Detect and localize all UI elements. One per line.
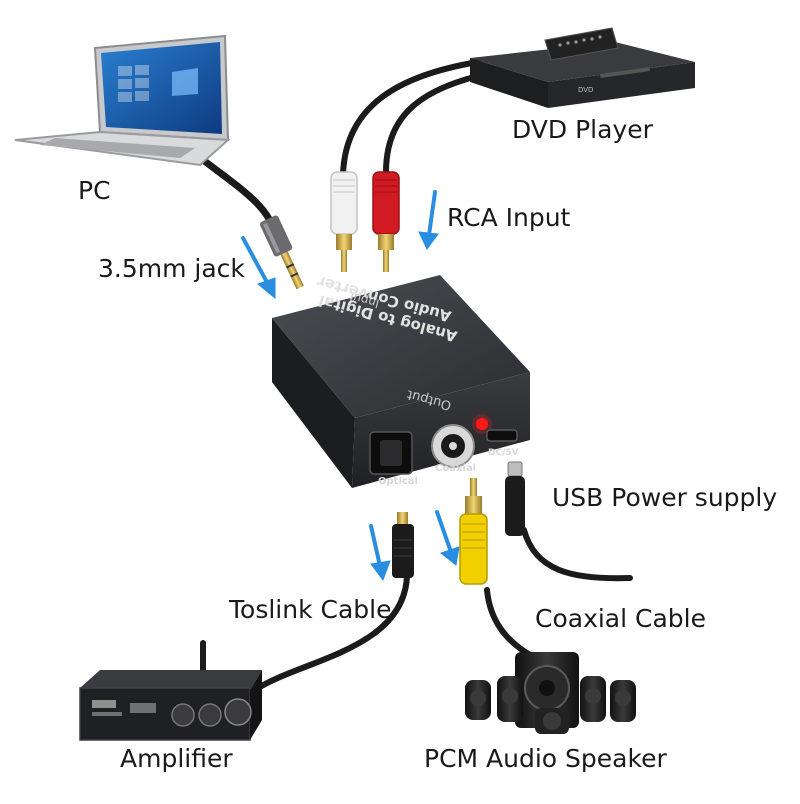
label-toslink: Toslink Cable bbox=[229, 595, 392, 624]
label-coaxial-cable: Coaxial Cable bbox=[535, 604, 706, 633]
dvd-logo: DVD bbox=[578, 86, 593, 94]
label-jack: 3.5mm jack bbox=[98, 254, 245, 283]
laptop-image bbox=[14, 34, 231, 167]
arrows bbox=[241, 190, 460, 582]
port-label-coaxial: Coaxial bbox=[435, 463, 476, 474]
arrow-jack bbox=[241, 236, 276, 300]
label-speaker: PCM Audio Speaker bbox=[424, 744, 667, 773]
label-amplifier: Amplifier bbox=[120, 744, 233, 773]
coax-plug-image bbox=[459, 478, 488, 585]
power-led bbox=[476, 418, 488, 430]
speaker-system-image bbox=[465, 652, 636, 734]
rca-white-cable bbox=[340, 59, 481, 178]
toslink-plug-image bbox=[392, 512, 414, 578]
coax-cable-line bbox=[484, 587, 533, 658]
rca-red-cable bbox=[382, 73, 481, 178]
jack-plug-image bbox=[260, 215, 304, 290]
dvd-player-image: DVD bbox=[470, 27, 695, 108]
label-rca-input: RCA Input bbox=[447, 203, 571, 232]
port-label-optical: Optical bbox=[378, 476, 418, 487]
label-pc: PC bbox=[78, 176, 111, 205]
toslink-cable-line bbox=[252, 572, 410, 693]
label-usb-power: USB Power supply bbox=[552, 483, 778, 512]
converter-device: Input Analog to Digital Audio Converter … bbox=[272, 272, 530, 488]
port-label-dc: DC/5V bbox=[488, 448, 519, 458]
amplifier-image bbox=[79, 640, 262, 741]
arrow-rca bbox=[418, 190, 439, 250]
rca-white-plug bbox=[330, 171, 358, 272]
usb-plug-image bbox=[505, 461, 525, 536]
dc-port bbox=[486, 429, 518, 442]
rca-red-plug bbox=[372, 171, 400, 272]
usb-cable-line bbox=[521, 527, 633, 582]
label-dvd-player: DVD Player bbox=[512, 115, 653, 144]
arrow-coaxial bbox=[435, 510, 460, 566]
arrow-toslink bbox=[369, 524, 391, 582]
